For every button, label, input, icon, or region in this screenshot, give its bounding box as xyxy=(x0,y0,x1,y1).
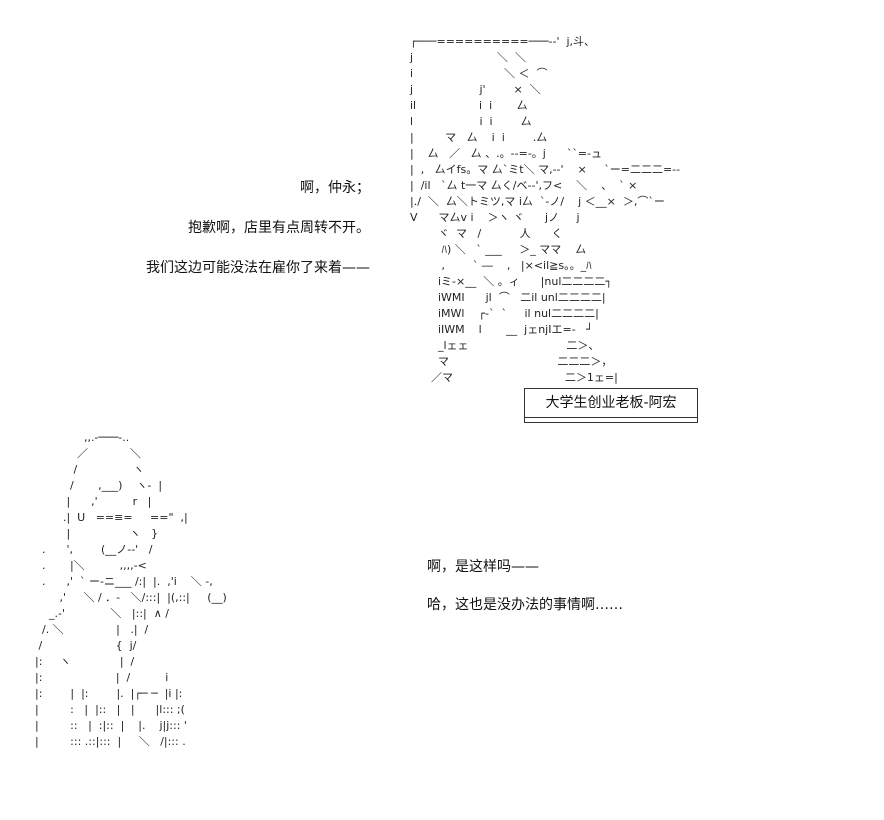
dialogue-line: 哈，这也是没办法的事情啊…… xyxy=(427,597,623,613)
dialogue-line: 我们这边可能没法在雇你了来着—— xyxy=(146,260,370,276)
dialogue-line: 啊，仲永； xyxy=(300,180,370,196)
bottom-dialogue: 啊，是这样吗—— 哈，这也是没办法的事情啊…… xyxy=(427,557,623,633)
listener-ascii-art: ,,.-───-.. ／ ＼ / ヽ / ,___) ヽ- | | ,' r |… xyxy=(34,431,227,748)
dialogue-line: 抱歉啊，店里有点周转不开。 xyxy=(188,220,370,236)
top-dialogue: 啊，仲永； 抱歉啊，店里有点周转不开。 我们这边可能没法在雇你了来着—— xyxy=(146,178,370,298)
boss-ascii-art: ┌───==========───--' j,斗、 j ＼ ＼ i ＼ ＜ ⌒ … xyxy=(409,35,681,384)
dialogue-line: 啊，是这样吗—— xyxy=(427,559,539,575)
name-plate: 大学生创业老板-阿宏 xyxy=(524,388,698,423)
